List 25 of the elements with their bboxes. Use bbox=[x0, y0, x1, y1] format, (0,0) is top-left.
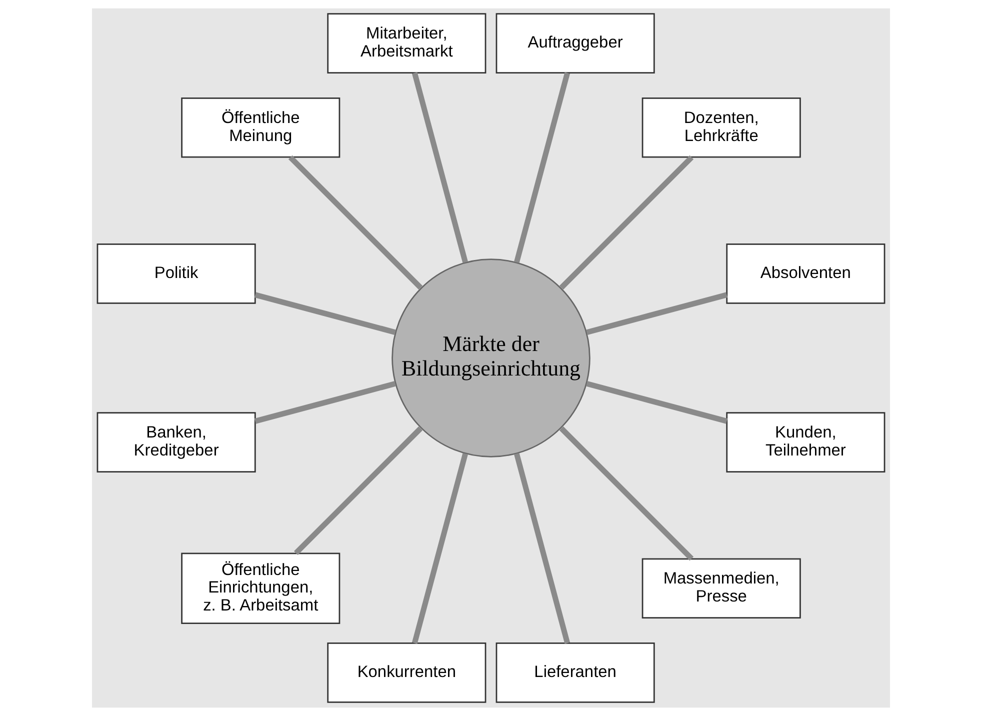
node-box: Öffentliche Meinung bbox=[181, 97, 340, 158]
node-circle: Märkte der Bildungseinrichtung bbox=[392, 258, 590, 458]
connector bbox=[586, 292, 728, 335]
node-box: Öffentliche Einrichtungen, z. B. Arbeitsamt bbox=[181, 552, 340, 624]
node-box: Massenmedien, Presse bbox=[642, 558, 801, 619]
connector bbox=[412, 72, 468, 263]
node-box: Kunden, Teilnehmer bbox=[726, 412, 886, 472]
node-box: Banken, Kreditgeber bbox=[96, 412, 256, 472]
node-box: Auftraggeber bbox=[496, 13, 655, 74]
node-box: Dozenten, Lehrkräfte bbox=[642, 97, 801, 158]
node-box: Lieferanten bbox=[496, 642, 655, 703]
connector bbox=[559, 155, 694, 290]
connector bbox=[254, 381, 396, 424]
connector bbox=[514, 453, 570, 644]
connector bbox=[288, 155, 423, 290]
node-box: Konkurrenten bbox=[327, 642, 486, 703]
connector bbox=[514, 72, 570, 263]
connector bbox=[254, 292, 396, 335]
connector bbox=[586, 381, 728, 424]
node-box: Absolventen bbox=[726, 244, 886, 304]
node-box: Mitarbeiter, Arbeitsmarkt bbox=[327, 13, 486, 74]
node-box: Politik bbox=[96, 244, 256, 304]
connector bbox=[294, 426, 423, 556]
connector bbox=[412, 453, 468, 644]
connector bbox=[559, 426, 694, 561]
